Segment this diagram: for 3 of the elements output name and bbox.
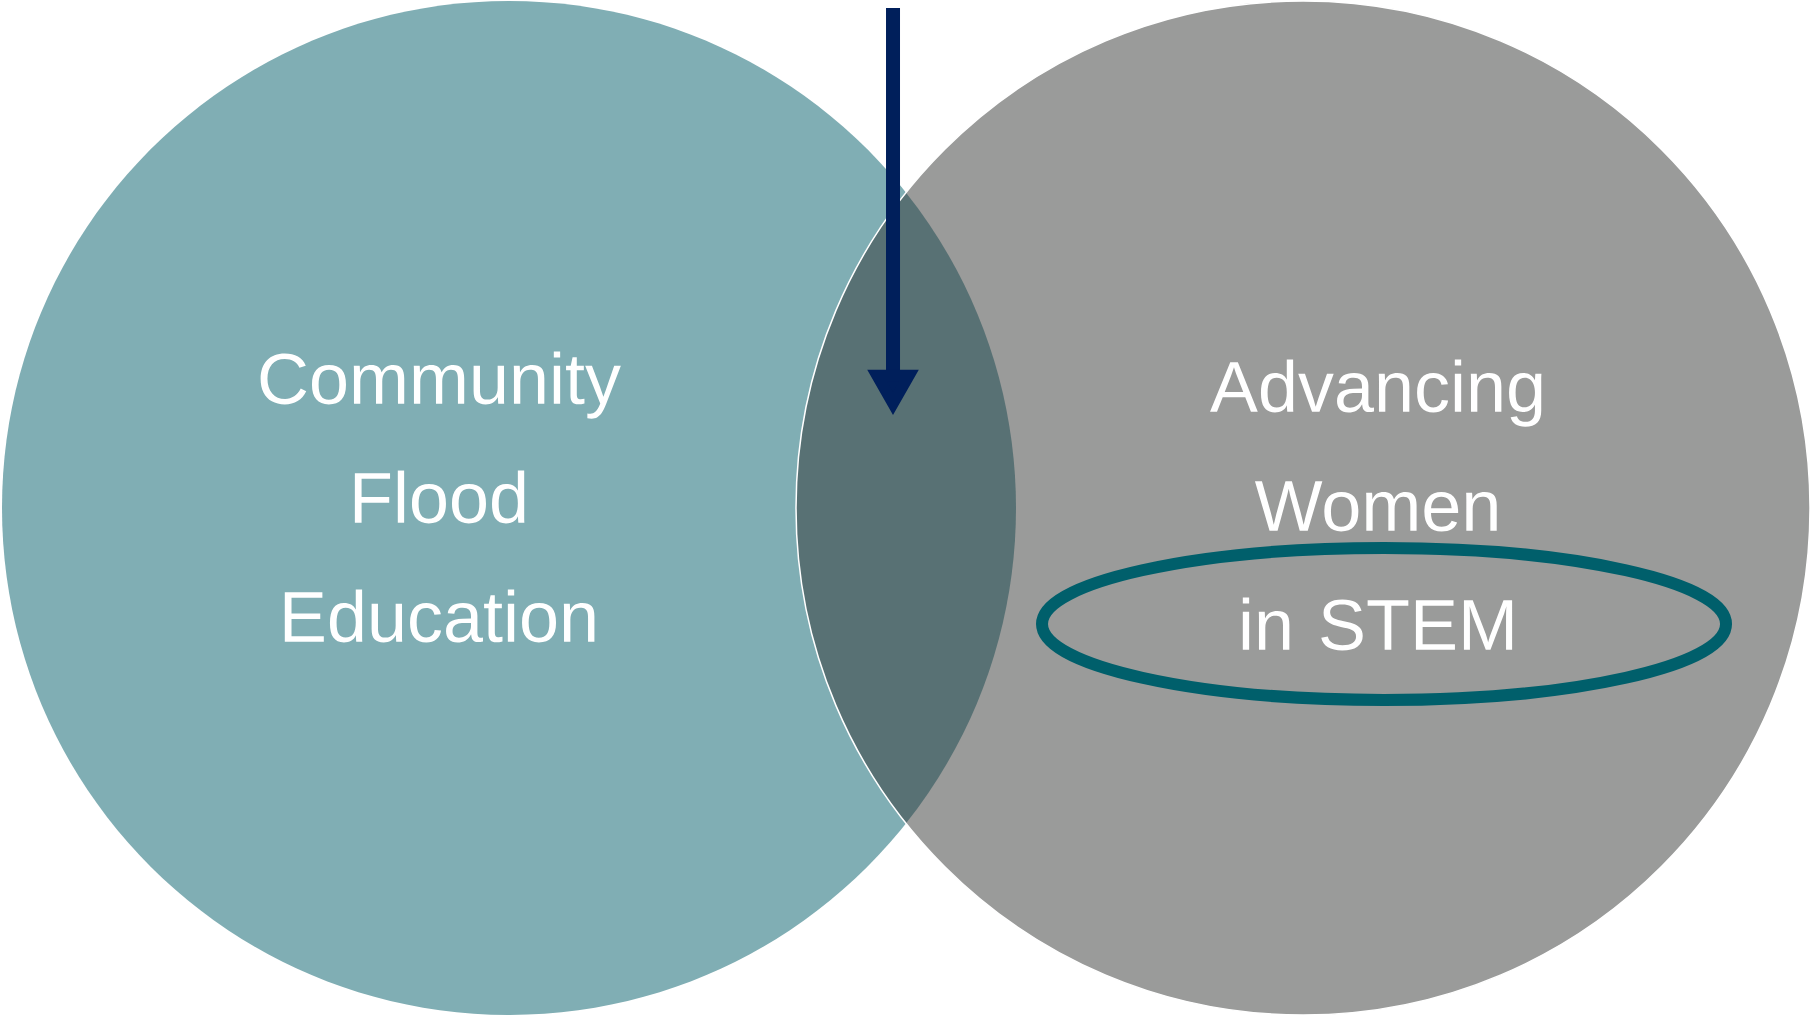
- circle-label: Advancing Women in STEM: [1210, 359, 1542, 651]
- circle-label: Community Flood Education: [260, 351, 621, 643]
- overlap-region: [796, 192, 1016, 824]
